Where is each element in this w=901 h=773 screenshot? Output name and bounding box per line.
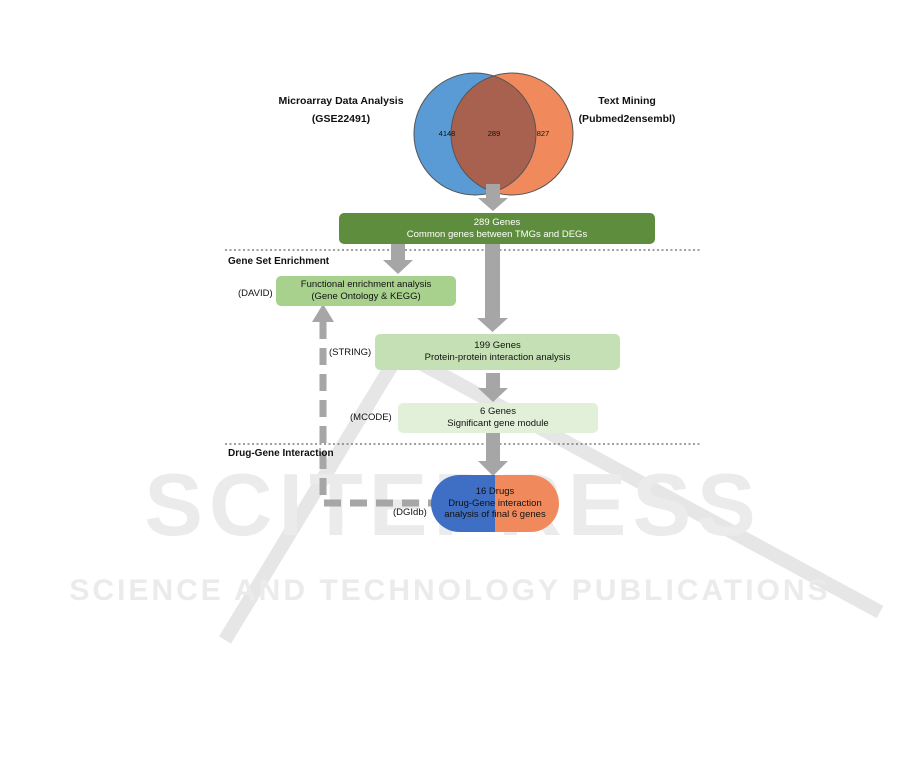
module-gene-count: 6 Genes: [480, 406, 516, 417]
functional-enrichment-title: Functional enrichment analysis: [300, 279, 432, 290]
arrow-venn-to-common: [478, 184, 508, 211]
drug-capsule: [431, 475, 559, 532]
venn-right-outline: [450, 72, 574, 196]
venn-left-outline: [413, 72, 537, 196]
ppi-tool-label: (STRING): [329, 347, 372, 358]
drug-capsule-text: 16 Drugs Drug-Gene interaction analysis …: [431, 475, 559, 532]
arrow-common-to-ppi: [477, 243, 508, 332]
venn-left-count: 4148: [438, 129, 456, 138]
arrow-module-to-drugs: [478, 433, 508, 476]
ppi-description: Protein-protein interaction analysis: [424, 352, 571, 363]
arrow-ppi-to-module: [478, 373, 508, 402]
common-genes-box: 289 Genes Common genes between TMGs and …: [339, 213, 655, 244]
venn-left-title: Microarray Data Analysis: [278, 95, 404, 107]
functional-enrichment-box: Functional enrichment analysis (Gene Ont…: [276, 276, 456, 306]
common-genes-description: Common genes between TMGs and DEGs: [406, 228, 588, 240]
section-gene-set-enrichment: Gene Set Enrichment: [228, 256, 330, 267]
common-genes-count: 289 Genes: [473, 216, 521, 228]
arrow-common-to-functional: [383, 243, 413, 274]
drug-count: 16 Drugs: [475, 486, 515, 498]
module-box: 6 Genes Significant gene module: [398, 403, 598, 433]
drug-analysis-line: analysis of final 6 genes: [444, 509, 546, 521]
ppi-box: 199 Genes Protein-protein interaction an…: [375, 334, 620, 370]
capsule-right-half: [495, 475, 559, 532]
watermark-subtitle: SCIENCE AND TECHNOLOGY PUBLICATIONS: [69, 574, 830, 607]
ppi-gene-count: 199 Genes: [474, 340, 521, 351]
drug-interaction-line: Drug-Gene interaction: [448, 497, 542, 509]
venn-overlap-count: 289: [487, 129, 501, 138]
capsule-left-half: [431, 475, 495, 532]
venn-right-count: 827: [536, 129, 550, 138]
module-tool-label: (MCODE): [350, 412, 392, 423]
venn-left-subtitle: (GSE22491): [311, 113, 371, 125]
functional-tool-label: (DAVID): [238, 288, 273, 299]
functional-enrichment-subtitle: (Gene Ontology & KEGG): [311, 291, 421, 302]
arrow-feedback-head: [312, 304, 334, 322]
venn-right-title: Text Mining: [598, 95, 656, 107]
section-drug-gene-interaction: Drug-Gene Interaction: [228, 448, 334, 459]
drugs-tool-label: (DGIdb): [393, 507, 427, 518]
module-description: Significant gene module: [447, 418, 549, 429]
venn-overlap: [451, 73, 536, 195]
arrow-feedback-dashed: [319, 322, 432, 507]
venn-right-subtitle: (Pubmed2ensembl): [578, 113, 676, 125]
